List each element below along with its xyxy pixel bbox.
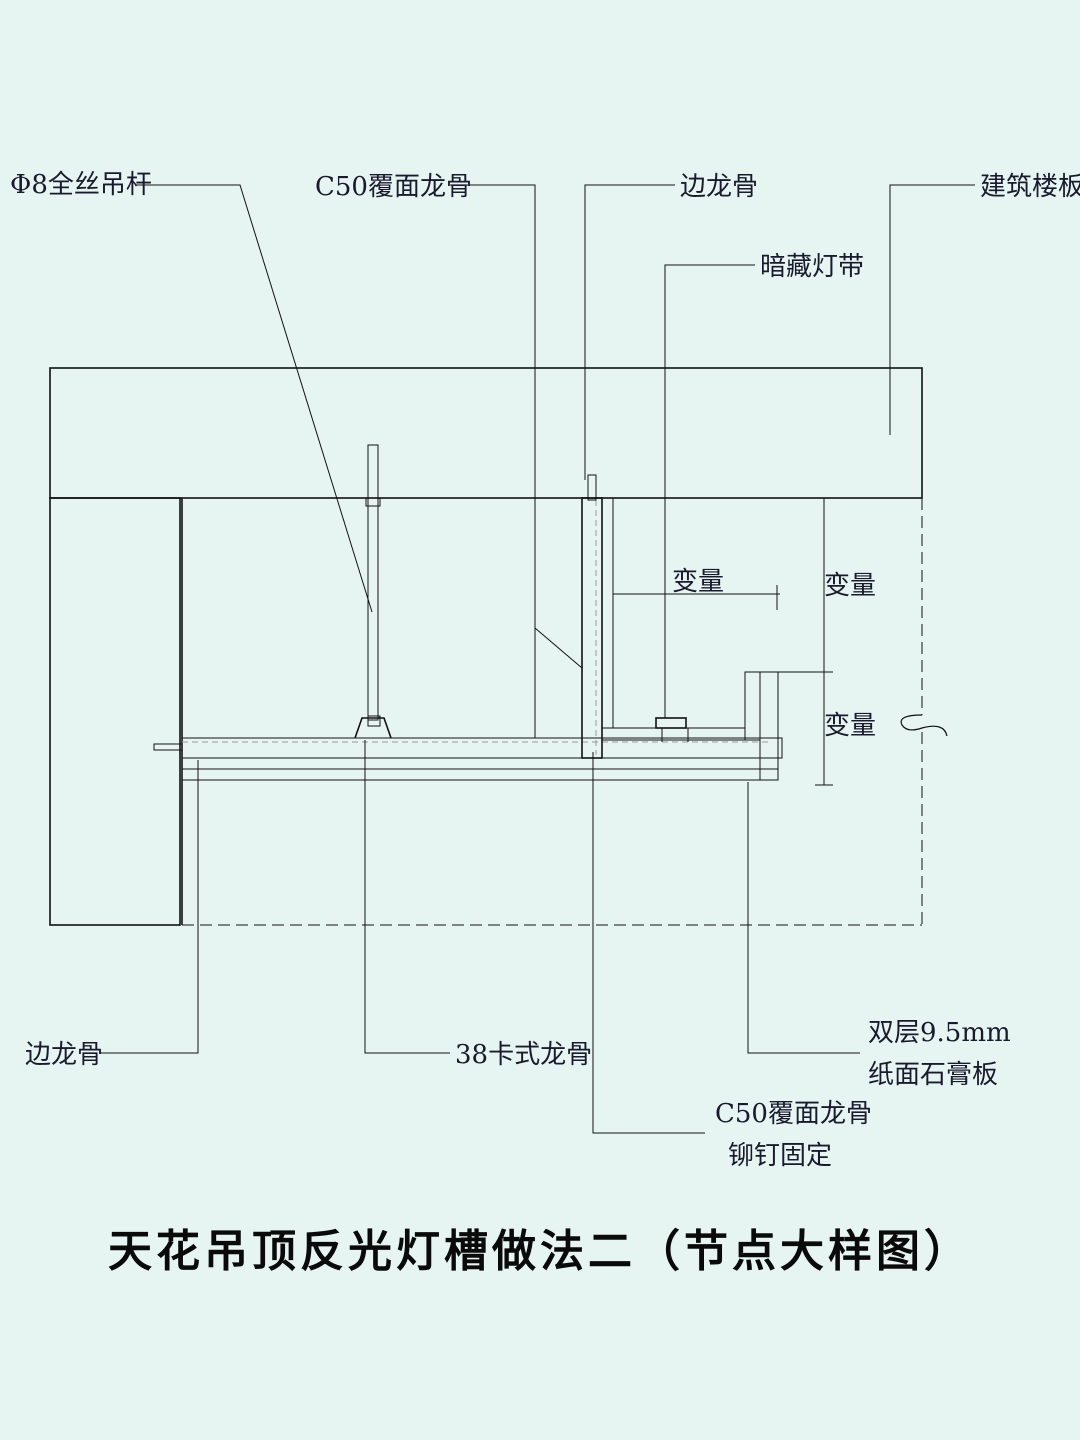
label-main-38: 38卡式龙骨 <box>455 1040 592 1070</box>
break-line <box>900 714 948 737</box>
label-edge-bottom: 边龙骨 <box>25 1040 103 1070</box>
label-board-1: 双层9.5mm <box>868 1018 1011 1048</box>
edge-fixing <box>153 743 183 751</box>
building-slab <box>49 367 923 499</box>
dimension-lines <box>613 497 833 786</box>
light-strip <box>655 717 689 742</box>
drawing-title: 天花吊顶反光灯槽做法二（节点大样图） <box>108 1226 972 1277</box>
dim-vertical-upper-label: 变量 <box>824 571 876 601</box>
label-slab: 建筑楼板 <box>980 172 1080 202</box>
label-edge-top: 边龙骨 <box>680 172 758 202</box>
outline-dashed <box>182 498 948 926</box>
side-wall <box>49 497 183 926</box>
dim-horizontal-label: 变量 <box>672 567 724 597</box>
label-c50-rivet-2: 铆钉固定 <box>728 1141 832 1171</box>
label-hanger-rod: Φ8全丝吊杆 <box>10 170 152 200</box>
label-c50-top: C50覆面龙骨 <box>315 172 472 202</box>
dim-vertical-lower-label: 变量 <box>824 711 876 741</box>
hanger-rod <box>354 444 392 739</box>
leader-lines <box>100 184 975 1134</box>
gypsum-board <box>181 497 779 781</box>
label-hidden-light: 暗藏灯带 <box>760 252 864 282</box>
vertical-profile <box>581 474 603 759</box>
label-board-2: 纸面石膏板 <box>868 1060 998 1090</box>
label-c50-rivet-1: C50覆面龙骨 <box>715 1099 872 1129</box>
